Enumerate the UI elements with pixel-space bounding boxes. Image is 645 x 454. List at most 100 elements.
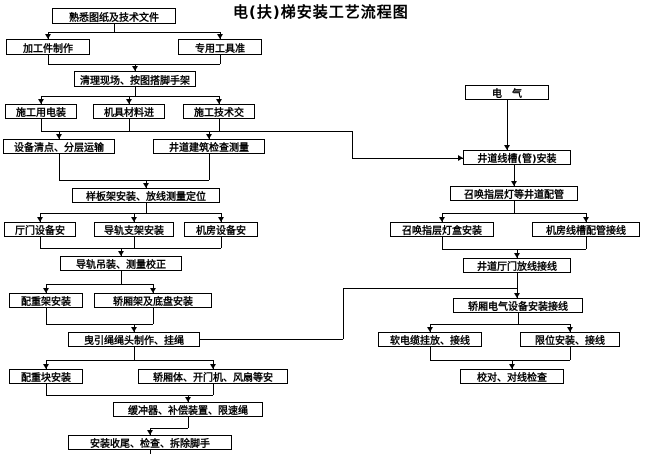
flow-node-clear-site-scaffold: 清理现场、按图搭脚手架: [74, 71, 196, 87]
flow-node-shaft-survey: 井道建筑检查测量: [153, 139, 265, 154]
connector-line: [40, 248, 221, 249]
connector-line: [46, 384, 47, 395]
connector-line: [442, 237, 443, 249]
flow-node-shaft-trunking: 井道线槽(管)安装: [463, 150, 571, 165]
flow-node-rail-bracket-install: 导轨支架安装: [94, 222, 174, 237]
flow-node-construction-power: 施工用电装: [5, 104, 77, 119]
connector-line: [514, 201, 515, 213]
arrowhead-down: [511, 181, 517, 186]
flow-node-rail-hoist-align: 导轨吊装、测量校正: [60, 256, 182, 271]
arrowhead-down: [45, 34, 51, 39]
connector-line: [200, 339, 343, 340]
arrowhead-down: [504, 145, 510, 150]
flow-node-counterweight-blocks: 配重块安装: [9, 369, 83, 384]
arrowhead-down: [217, 34, 223, 39]
arrowhead-down: [132, 66, 138, 71]
arrowhead-down: [131, 217, 137, 222]
connector-line: [146, 203, 147, 213]
connector-line: [343, 288, 518, 289]
flow-node-travel-cable-wiring: 软电缆挂放、接线: [378, 332, 482, 347]
flow-node-wiring-check: 校对、对线检查: [460, 369, 564, 384]
connector-line: [46, 308, 47, 324]
connector-line: [129, 119, 130, 131]
connector-line: [46, 324, 153, 325]
arrowhead-right: [458, 155, 463, 161]
connector-line: [134, 237, 135, 248]
arrowhead-down: [427, 327, 433, 332]
connector-line: [507, 100, 508, 150]
flow-node-materials-entry: 机具材料进: [93, 104, 165, 119]
connector-line: [46, 395, 213, 396]
connector-line: [442, 249, 586, 250]
connector-line: [40, 237, 41, 248]
arrowhead-down: [38, 99, 44, 104]
arrowhead-down: [218, 217, 224, 222]
connector-line: [442, 213, 586, 214]
flow-node-prepare-special-tools: 专用工具准: [178, 39, 262, 55]
flow-node-equipment-check-transport: 设备清点、分层运输: [3, 139, 115, 154]
connector-line: [153, 308, 154, 324]
connector-line: [352, 131, 353, 158]
connector-line: [121, 271, 122, 284]
arrowhead-down: [43, 288, 49, 293]
flow-node-template-frame-setout: 样板架安装、放线测量定位: [72, 188, 220, 203]
flow-node-electrical-branch: 电 气: [465, 85, 549, 100]
connector-line: [352, 158, 463, 159]
flow-node-limit-switch-wiring: 限位安装、接线: [520, 332, 620, 347]
flow-node-call-indicator-conduit: 召唤指层灯等井道配管: [450, 186, 578, 201]
connector-line: [220, 55, 221, 64]
connector-line: [48, 55, 49, 64]
arrowhead-down: [514, 293, 520, 298]
arrowhead-down: [583, 217, 589, 222]
flow-node-rope-termination-hang: 曳引绳绳头制作、挂绳: [68, 332, 200, 347]
flow-node-technical-briefing: 施工技术交: [183, 104, 255, 119]
flow-node-study-drawings: 熟悉图纸及技术文件: [52, 8, 176, 24]
flow-node-finishing-inspection: 安装收尾、检查、拆除脚手: [68, 435, 232, 450]
arrowhead-down: [185, 397, 191, 402]
arrowhead-down: [216, 99, 222, 104]
connector-line: [135, 87, 136, 96]
connector-line: [219, 119, 220, 131]
connector-line: [209, 154, 210, 180]
arrowhead-down: [43, 364, 49, 369]
flow-node-landing-door-install: 厅门设备安: [4, 222, 76, 237]
connector-line: [430, 347, 431, 360]
connector-line: [430, 324, 570, 325]
flow-node-fabricate-parts: 加工件制作: [6, 39, 90, 55]
connector-line: [41, 119, 42, 131]
connector-line: [46, 360, 213, 361]
connector-line: [48, 32, 220, 33]
diagram-title: 电(扶)梯安装工艺流程图: [233, 3, 409, 21]
connector-line: [46, 284, 153, 285]
connector-line: [41, 131, 352, 132]
flow-node-counterweight-frame: 配重架安装: [9, 293, 83, 308]
arrowhead-down: [131, 327, 137, 332]
flow-node-machine-room-wiring: 机房线槽配管接线: [532, 222, 640, 237]
flow-node-car-body-door-fan: 轿厢体、开门机、风扇等安: [138, 369, 288, 384]
arrowhead-down: [56, 134, 62, 139]
arrowhead-down: [509, 364, 515, 369]
arrowhead-down: [206, 134, 212, 139]
arrowhead-down: [150, 288, 156, 293]
arrowhead-down: [143, 183, 149, 188]
connector-line: [221, 237, 222, 248]
connector-line: [114, 24, 115, 32]
arrowhead-down: [514, 253, 520, 258]
flow-node-shaft-door-wiring: 井道厅门放线接线: [463, 258, 571, 273]
arrowhead-down: [118, 251, 124, 256]
connector-line: [59, 154, 60, 180]
arrowhead-down: [147, 430, 153, 435]
connector-line: [517, 273, 518, 298]
arrowhead-down: [439, 217, 445, 222]
connector-line: [41, 96, 219, 97]
arrowhead-down: [37, 217, 43, 222]
connector-line: [188, 417, 189, 428]
arrowhead-down: [126, 99, 132, 104]
connector-line: [40, 213, 221, 214]
connector-line: [430, 360, 570, 361]
connector-line: [343, 288, 344, 339]
connector-line: [150, 450, 151, 454]
connector-line: [213, 384, 214, 395]
